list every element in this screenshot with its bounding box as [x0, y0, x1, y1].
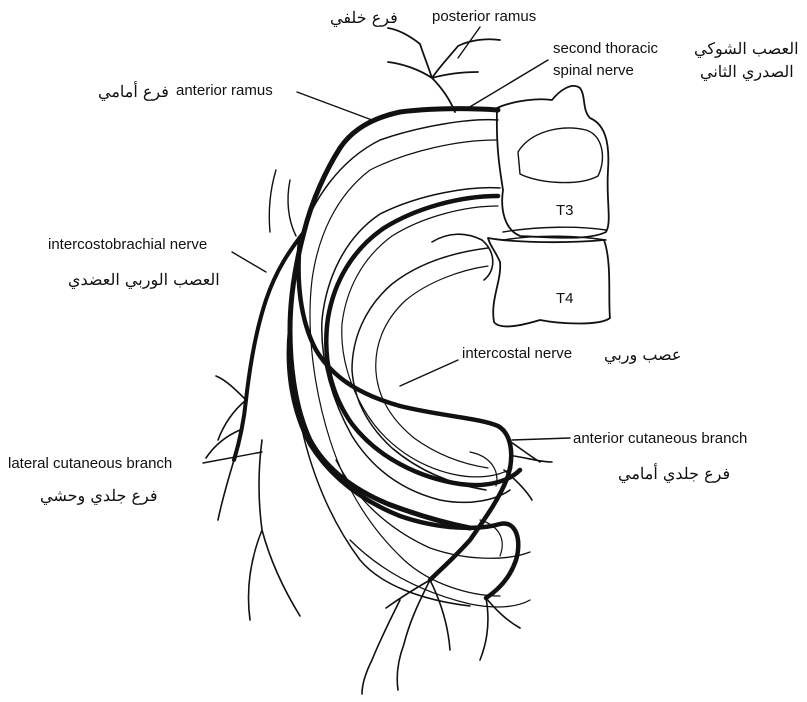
- posterior-ramus-label-ar: فرع خلفي: [330, 8, 398, 28]
- leader-intercostal: [400, 360, 458, 386]
- second-thoracic-label-en-1: second thoracic: [553, 40, 658, 58]
- lateral-cutaneous-branches: [362, 580, 520, 694]
- vertebra-t4-label: T4: [556, 290, 574, 307]
- vertebra-t3-body-outline: [518, 128, 602, 183]
- leader-posterior-ramus: [458, 27, 480, 58]
- anterior-cutaneous-label-ar: فرع جلدي أمامي: [618, 464, 730, 484]
- leader-anterior-cutaneous: [512, 438, 570, 440]
- intercostobrachial-label-en: intercostobrachial nerve: [48, 236, 207, 254]
- rib-3-inner: [342, 206, 512, 477]
- lateral-cutaneous-stem: [249, 440, 301, 620]
- vertebra-t3-label: T3: [556, 202, 574, 219]
- lateral-cutaneous-label-en: lateral cutaneous branch: [8, 455, 172, 473]
- anterior-ramus-label-en: anterior ramus: [176, 82, 273, 100]
- leader-anterior-ramus: [297, 92, 372, 120]
- intercostobrachial-branches: [206, 376, 246, 520]
- rib-6: [350, 540, 530, 607]
- vertebra-t3: [497, 86, 609, 238]
- axillary-twigs: [269, 170, 296, 236]
- posterior-ramus-label-en: posterior ramus: [432, 8, 536, 26]
- lateral-cutaneous-label-ar: فرع جلدي وحشي: [40, 486, 158, 506]
- anterior-ramus-label-ar: فرع أمامي: [98, 82, 169, 102]
- intercostal-label-ar: عصب وربي: [604, 345, 681, 365]
- second-thoracic-label-en-2: spinal nerve: [553, 62, 634, 80]
- intercostobrachial-label-ar: العصب الوربي العضدي: [68, 270, 220, 290]
- intercostobrachial-nerve: [234, 232, 304, 460]
- second-thoracic-label-ar-2: الصدري الثاني: [700, 62, 794, 82]
- rib-4-inner: [376, 266, 488, 468]
- second-thoracic-label-ar-1: العصب الشوكي: [694, 39, 799, 59]
- leader-lateral-cutaneous: [203, 452, 262, 463]
- rib-head-t4: [432, 234, 493, 280]
- leader-intercostobrachial: [232, 252, 266, 272]
- intercostal-label-en: intercostal nerve: [462, 345, 572, 363]
- rib-4: [352, 248, 488, 490]
- vertebra-t4: [488, 238, 610, 326]
- leader-second-thoracic: [468, 60, 548, 108]
- anterior-cutaneous-label-en: anterior cutaneous branch: [573, 430, 747, 448]
